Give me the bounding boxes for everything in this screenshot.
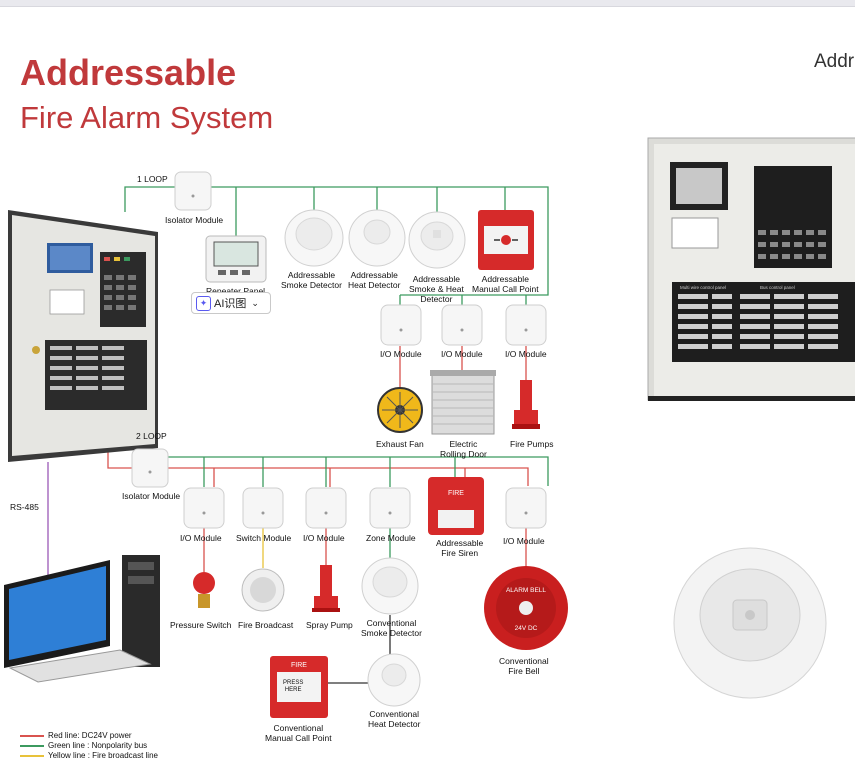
manual-call-point-label: Addressable Manual Call Point [472, 274, 539, 294]
loop1-label: 1 LOOP [137, 174, 168, 184]
fire-siren-label: Addressable Fire Siren [436, 538, 484, 558]
rolling-door-label: Electric Rolling Door [440, 439, 487, 459]
loop2-label: 2 LOOP [136, 431, 167, 441]
legend-text: Yellow line : Fire broadcast line [48, 751, 158, 760]
page-title: Addressable [20, 52, 237, 93]
press-here-text: PRESS HERE [283, 680, 304, 693]
legend-text: Green line : Nonpolarity bus [48, 741, 148, 750]
conventional-mcp-label: Conventional Manual Call Point [265, 723, 332, 743]
mcp-fire-text: FIRE [291, 662, 307, 669]
speaker-icon [241, 568, 285, 612]
spray-pump-label: Spray Pump [306, 620, 353, 630]
multi-panel-text: Multi wire control panel [680, 285, 726, 290]
io-module-icon [305, 487, 347, 529]
fire-pumps-label: Fire Pumps [510, 439, 554, 449]
io-module-label: I/O Module [303, 533, 345, 543]
rs485-label: RS-485 [10, 502, 39, 512]
zone-module-label: Zone Module [366, 533, 416, 543]
conventional-smoke-label: Conventional Smoke Detector [361, 618, 422, 638]
fire-bell-icon: ALARM BELL 24V DC [484, 566, 568, 650]
bell-ring-text: ALARM BELL [506, 587, 546, 594]
manual-call-point-icon [478, 210, 534, 270]
legend-item: Green line : Nonpolarity bus [20, 741, 158, 751]
io-module-icon [505, 304, 547, 346]
isolator-module-icon [174, 171, 212, 211]
switch-module-label: Switch Module [236, 533, 292, 543]
bell-voltage-text: 24V DC [515, 625, 538, 632]
isolator-module-label: Isolator Module [165, 215, 224, 225]
io-module-icon [183, 487, 225, 529]
pressure-switch-label: Pressure Switch [170, 620, 232, 630]
io-module-icon [441, 304, 483, 346]
heat-detector-icon [348, 209, 406, 267]
io-module-icon [380, 304, 422, 346]
smoke-detector-icon [361, 557, 419, 615]
exhaust-fan-label: Exhaust Fan [376, 439, 424, 449]
smoke-heat-detector-label: Addressable Smoke & Heat Detector [409, 274, 464, 304]
repeater-panel-icon [205, 235, 267, 283]
fire-alarm-panel-icon: Multi wire control panel Bus control pan… [647, 137, 855, 401]
ai-recognize-label: AI识图 [214, 298, 247, 310]
sparkle-icon: ✦ [196, 295, 211, 311]
fire-siren-icon: FIRE [428, 477, 484, 535]
page-subtitle: Fire Alarm System [20, 100, 274, 135]
cropped-title: Addr [814, 51, 855, 72]
rolling-door-icon [430, 370, 496, 435]
fire-pump-icon [512, 380, 540, 429]
legend-item: Yellow line : Fire broadcast line [20, 751, 158, 761]
switch-module-icon [242, 487, 284, 529]
fire-broadcast-label: Fire Broadcast [238, 620, 294, 630]
smoke-detector-label: Addressable Smoke Detector [281, 270, 342, 290]
ai-recognize-button[interactable]: ✦ AI识图 ⌄ [191, 292, 271, 314]
siren-fire-text: FIRE [448, 490, 464, 497]
io-module-label: I/O Module [441, 349, 483, 359]
conventional-heat-label: Conventional Heat Detector [368, 709, 421, 729]
loop1-bus [124, 186, 549, 235]
io-module-icon [505, 487, 547, 529]
legend-swatch [20, 745, 44, 747]
isolator-module-icon [131, 448, 169, 488]
exhaust-fan-icon [377, 387, 423, 433]
chevron-down-icon: ⌄ [251, 297, 259, 308]
legend-swatch [20, 755, 44, 757]
legend-swatch [20, 735, 44, 737]
zone-module-icon [369, 487, 411, 529]
bus-panel-text: Bus control panel [760, 285, 795, 290]
legend-text: Red line: DC24V power [48, 731, 132, 740]
repeater-panel-label: Repeater Panel [206, 286, 266, 296]
computer-icon [4, 555, 160, 683]
io-module-label: I/O Module [505, 349, 547, 359]
io-module-label: I/O Module [380, 349, 422, 359]
isolator-module-label: Isolator Module [122, 491, 181, 501]
io-module-label: I/O Module [180, 533, 222, 543]
heat-detector-label: Addressable Heat Detector [348, 270, 401, 290]
smoke-detector-icon [284, 209, 344, 267]
legend-item: Red line: DC24V power [20, 731, 158, 741]
smoke-detector-icon [673, 547, 827, 699]
fire-pump-icon [312, 565, 340, 612]
manual-call-point-icon: FIRE [270, 656, 328, 718]
line-legend: Red line: DC24V power Green line : Nonpo… [20, 731, 158, 761]
top-bar [0, 0, 855, 7]
heat-detector-icon [367, 653, 421, 707]
pressure-switch-icon [193, 572, 215, 608]
fire-bell-label: Conventional Fire Bell [499, 656, 549, 676]
io-module-label: I/O Module [503, 536, 545, 546]
smoke-heat-detector-icon [408, 211, 466, 269]
fire-alarm-panel-icon [8, 210, 158, 462]
